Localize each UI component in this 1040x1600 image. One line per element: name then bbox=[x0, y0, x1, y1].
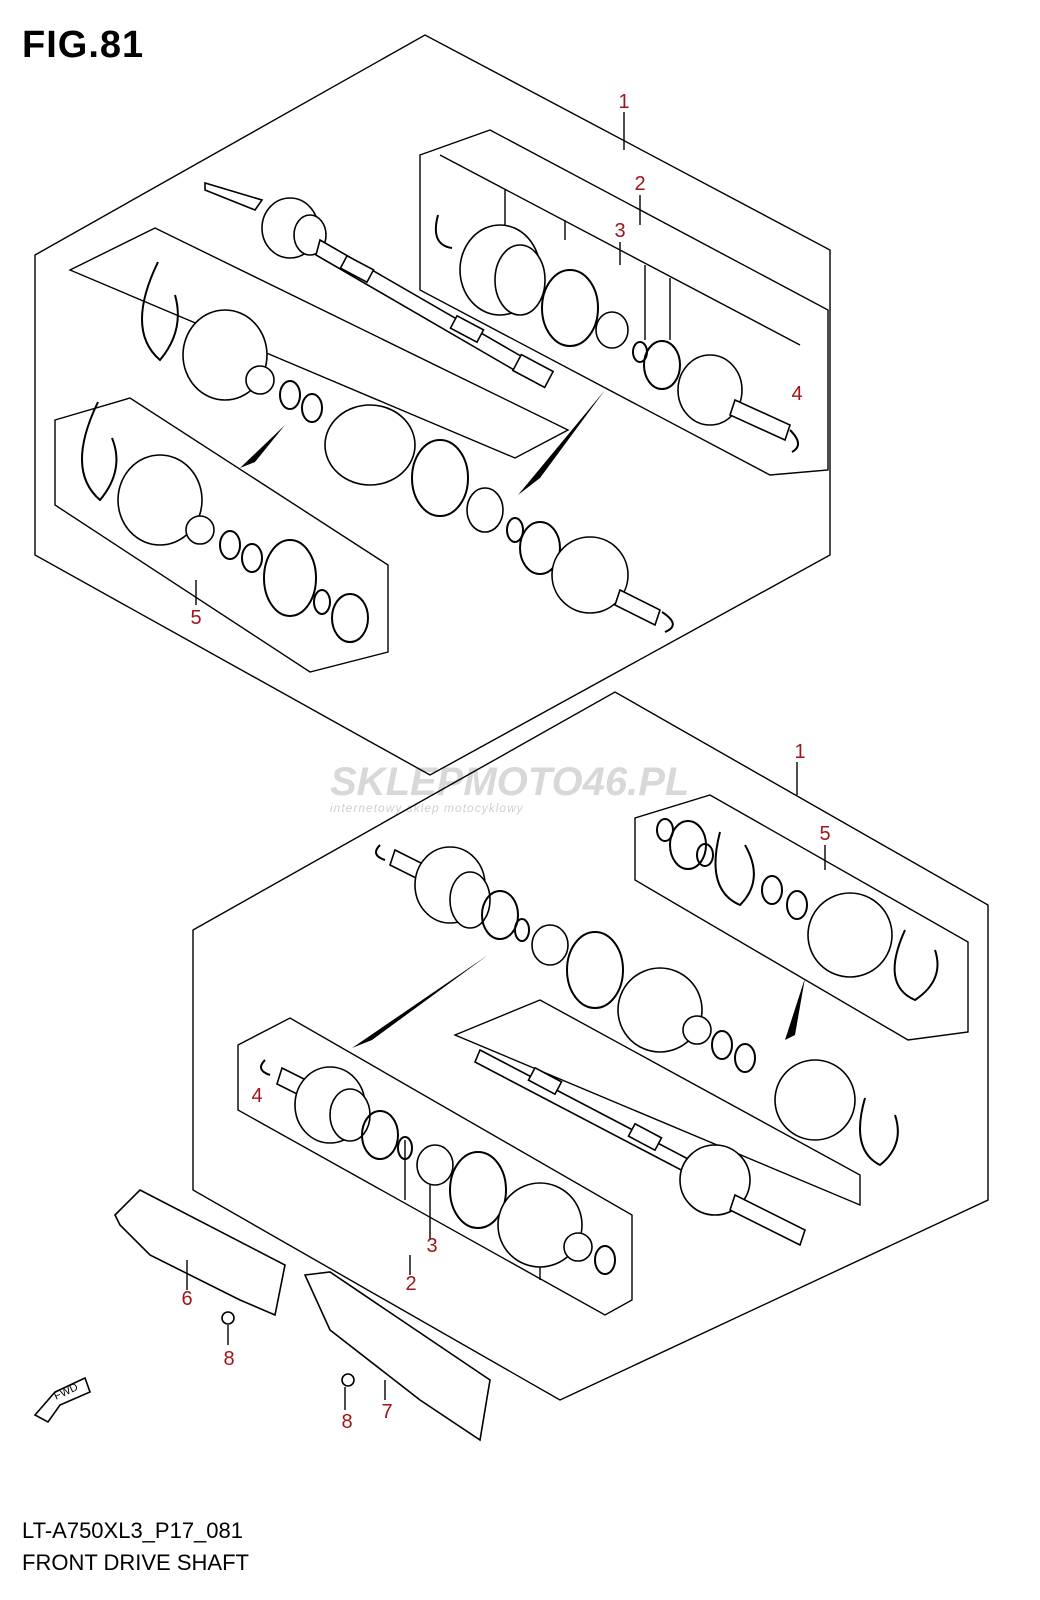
diagram-code: LT-A750XL3_P17_081 bbox=[22, 1518, 243, 1543]
callout-upper-4: 4 bbox=[791, 383, 802, 405]
upper-middle-parts bbox=[141, 261, 674, 633]
callout-lower-5: 5 bbox=[819, 823, 830, 845]
callout-lower-6: 6 bbox=[181, 1288, 192, 1310]
callout-upper-1: 1 bbox=[618, 91, 629, 113]
watermark-tagline: internetowy sklep motocyklowy bbox=[330, 801, 524, 815]
diagram-caption: FRONT DRIVE SHAFT bbox=[22, 1550, 249, 1575]
watermark: SKLEPMOTO46.PL internetowy sklep motocyk… bbox=[330, 760, 689, 815]
upper-kit-2-parts bbox=[434, 214, 799, 453]
callout-leaders bbox=[186, 112, 826, 1410]
callout-lower-2: 2 bbox=[405, 1273, 416, 1295]
lower-kit-5-parts bbox=[656, 818, 939, 1002]
watermark-brand: SKLEPMOTO46.PL bbox=[330, 760, 689, 804]
lower-drive-shaft bbox=[473, 1048, 899, 1247]
callout-lower-8a: 8 bbox=[223, 1348, 234, 1370]
callout-upper-2: 2 bbox=[634, 173, 645, 195]
callout-lower-8b: 8 bbox=[341, 1411, 352, 1433]
upper-kit-5-parts bbox=[81, 401, 369, 643]
callout-lower-4: 4 bbox=[251, 1085, 262, 1107]
callout-lower-3: 3 bbox=[426, 1235, 437, 1257]
upper-drive-shaft bbox=[204, 181, 555, 389]
callout-upper-5: 5 bbox=[190, 607, 201, 629]
lower-assembly-frame bbox=[192, 691, 989, 1401]
upper-assembly-frame bbox=[34, 34, 831, 776]
fwd-arrow-icon: FWD bbox=[33, 1376, 92, 1424]
figure-title: FIG.81 bbox=[22, 24, 145, 66]
callout-upper-3: 3 bbox=[614, 220, 625, 242]
callout-lower-1: 1 bbox=[794, 741, 805, 763]
callouts: 1 2 3 4 5 1 5 4 3 2 6 7 8 8 bbox=[181, 91, 830, 1433]
skid-guards bbox=[114, 1189, 491, 1442]
callout-lower-7: 7 bbox=[381, 1401, 392, 1423]
lower-outer-joint-parts bbox=[375, 844, 756, 1073]
lower-kit-2-parts bbox=[260, 1059, 616, 1275]
